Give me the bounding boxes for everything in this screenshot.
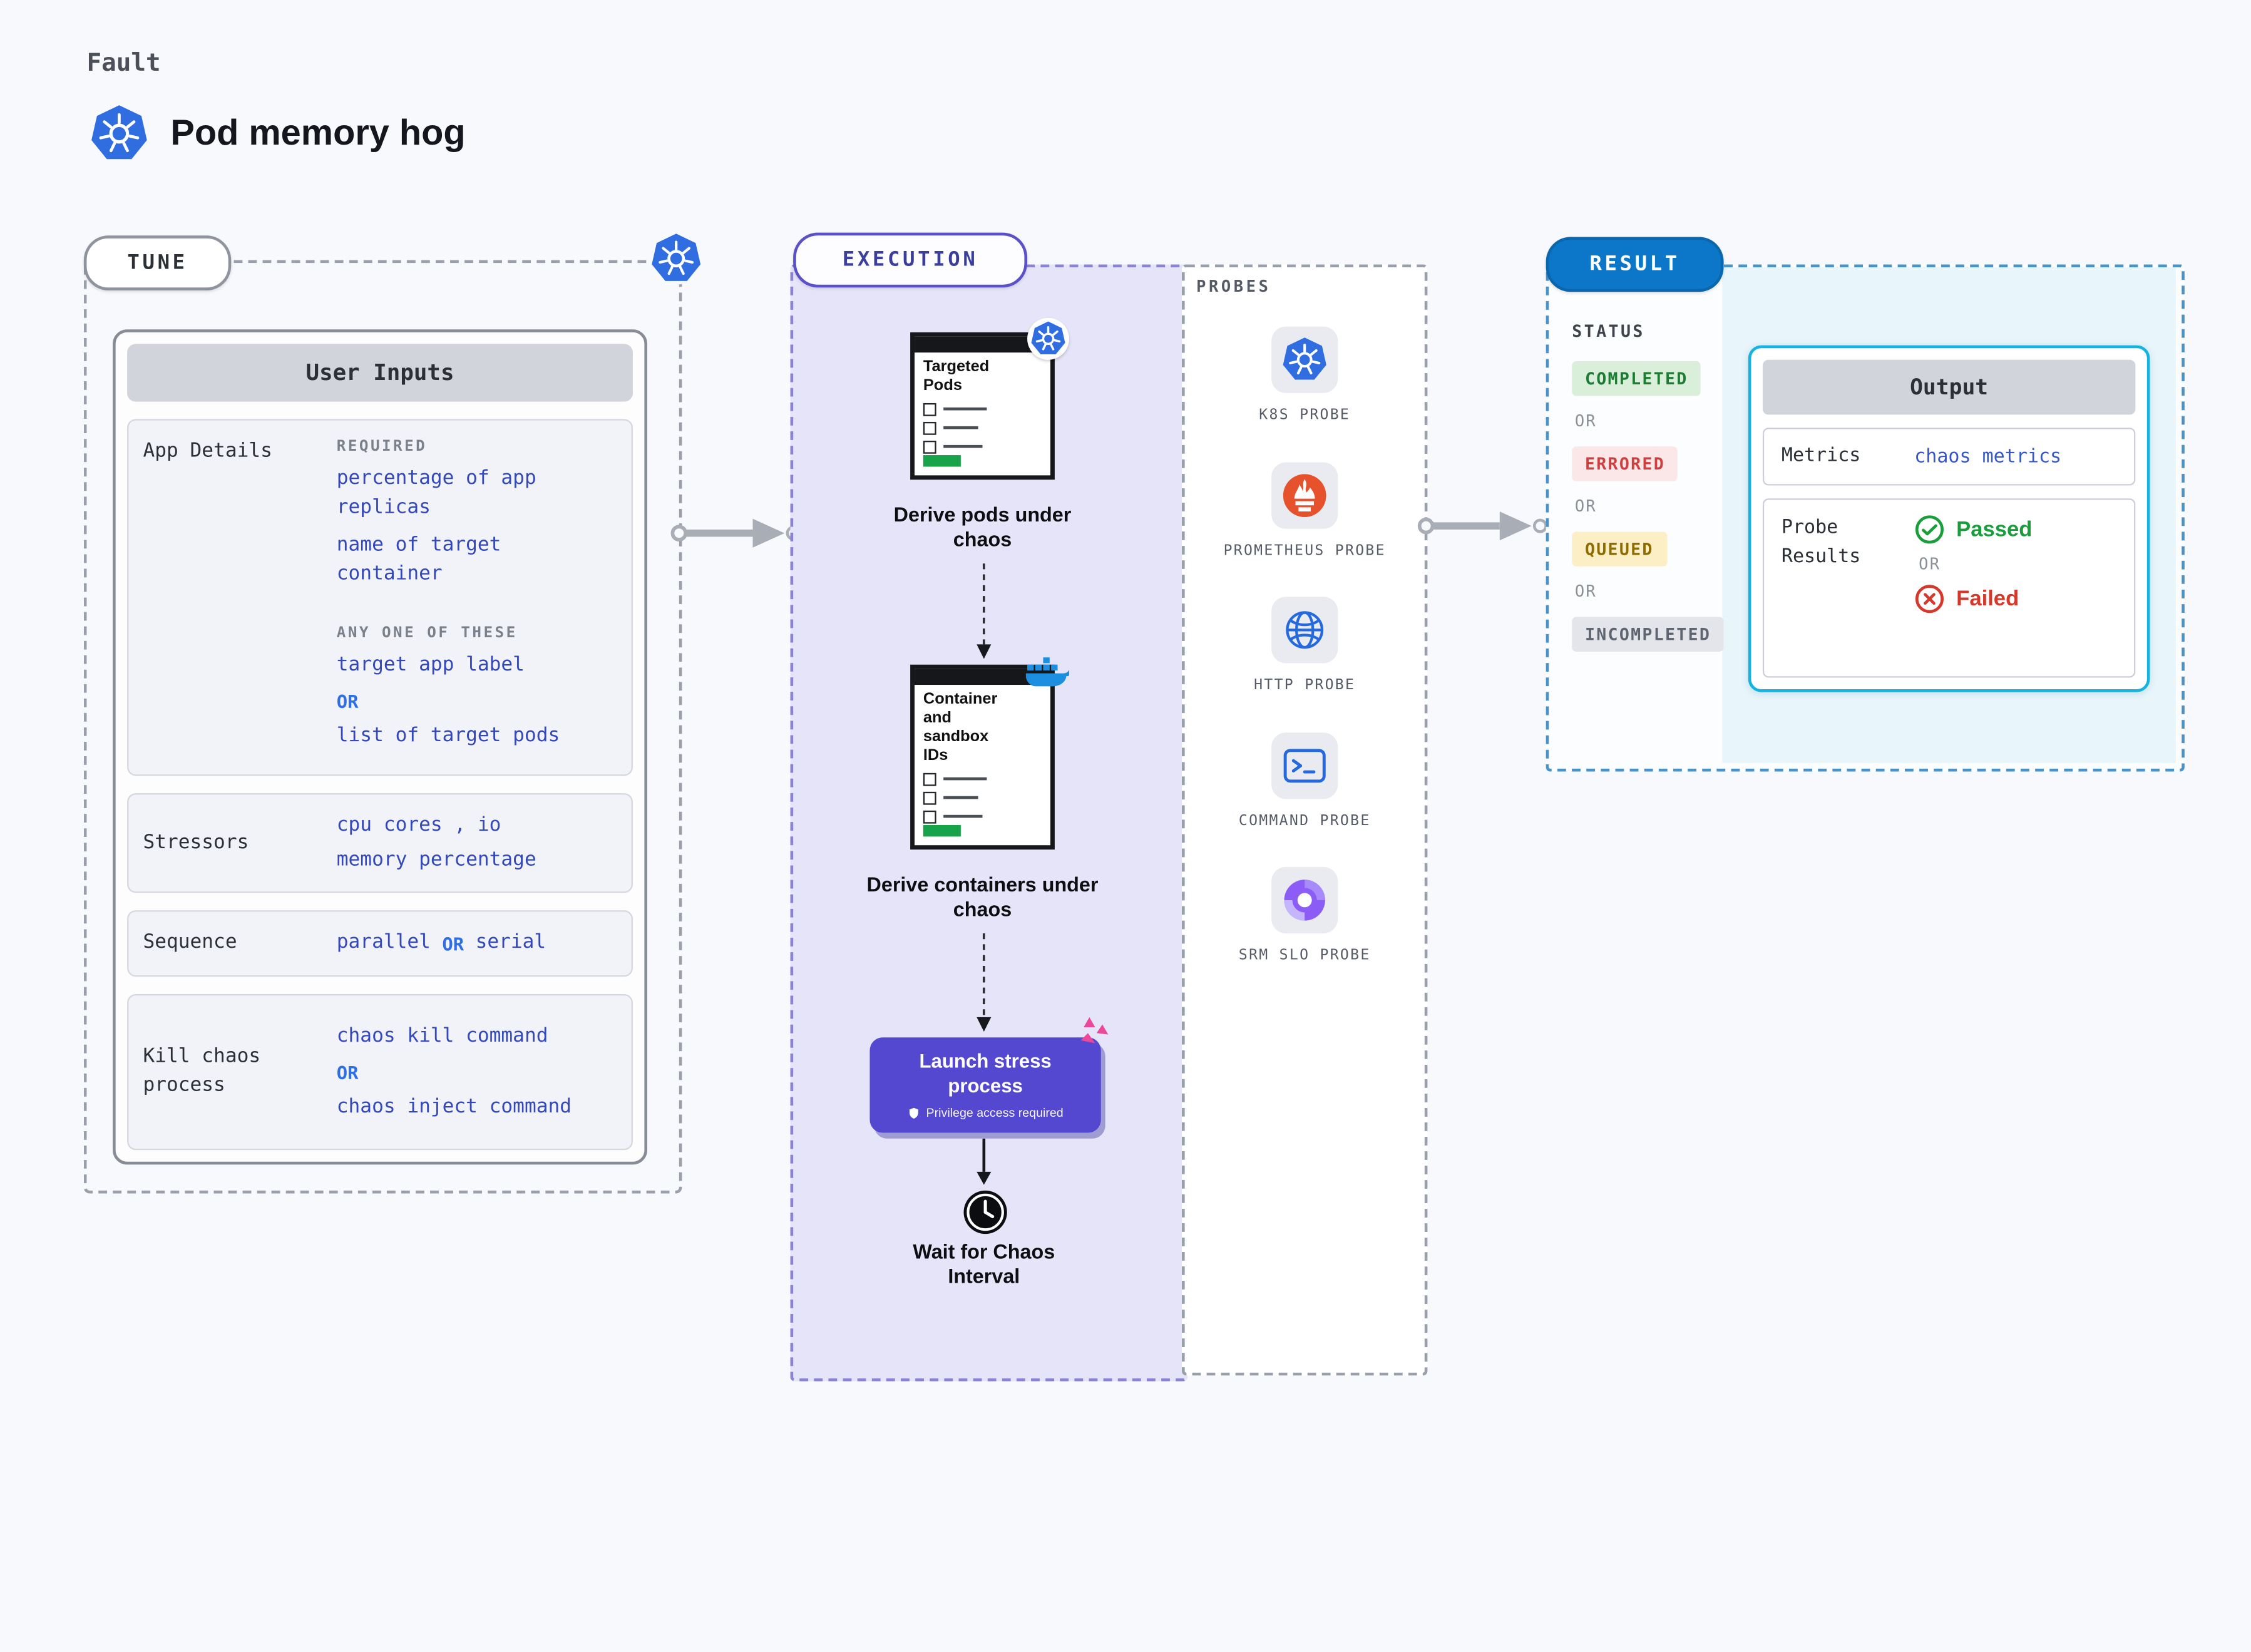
clock-icon xyxy=(962,1189,1008,1236)
launch-stress-process-button: Launch stress process Privilege access r… xyxy=(869,1037,1101,1133)
input-value: cpu cores , io xyxy=(336,814,501,838)
globe-icon xyxy=(1271,597,1338,664)
passed-label: Passed xyxy=(1956,517,2033,542)
input-value: percentage of app replicas xyxy=(336,466,536,518)
step-caption: Derive containers under chaos xyxy=(866,873,1099,920)
step-caption: Derive pods under chaos xyxy=(893,503,1072,550)
probe-label: PROMETHEUS PROBE xyxy=(1223,542,1386,559)
or-separator: OR xyxy=(1574,582,1597,602)
row-stressors: Stressors cpu cores , io memory percenta… xyxy=(127,793,633,894)
status-badge-completed: COMPLETED xyxy=(1572,361,1701,396)
probe-command: COMMAND PROBE xyxy=(1218,732,1392,832)
user-inputs-title: User Inputs xyxy=(127,344,633,402)
probe-k8s: K8S PROBE xyxy=(1218,326,1392,427)
status-badge-queued: QUEUED xyxy=(1572,531,1667,567)
probe-label: HTTP PROBE xyxy=(1254,677,1356,694)
terminal-icon xyxy=(1271,732,1338,799)
any-one-caption: ANY ONE OF THESE xyxy=(336,624,518,642)
kubernetes-icon xyxy=(90,104,149,163)
srm-slo-icon xyxy=(1271,866,1338,934)
container-ids-doc: Container and sandbox IDs xyxy=(910,657,1073,850)
probe-label: SRM SLO PROBE xyxy=(1238,948,1371,964)
probes-section xyxy=(1182,264,1428,1376)
check-circle-icon xyxy=(1914,515,1944,545)
input-value: target app label xyxy=(336,653,525,677)
progress-bar xyxy=(923,824,961,837)
prometheus-icon xyxy=(1271,461,1338,528)
output-title: Output xyxy=(1762,359,2136,415)
shield-icon xyxy=(908,1107,921,1120)
failed-label: Failed xyxy=(1956,587,2019,612)
tune-label-text: TUNE xyxy=(127,251,188,275)
required-caption: REQUIRED xyxy=(336,438,428,456)
input-value: parallel xyxy=(336,931,431,955)
row-label: Sequence xyxy=(143,931,237,955)
row-kill-chaos: Kill chaos process chaos kill command OR… xyxy=(127,993,633,1151)
metrics-label: Metrics xyxy=(1781,445,1861,468)
docker-icon xyxy=(1023,653,1073,692)
targeted-pods-doc: Targeted Pods xyxy=(910,317,1069,480)
or-separator: OR xyxy=(1919,555,1941,574)
probe-results-row: Probe Results Passed OR xyxy=(1762,498,2136,678)
input-value: serial xyxy=(475,931,546,955)
or-separator: OR xyxy=(442,933,464,955)
row-label: Stressors xyxy=(143,831,249,854)
probe-results-label: Probe Results xyxy=(1781,517,1861,567)
probe-srm-slo: SRM SLO PROBE xyxy=(1218,866,1392,967)
arrow-down-icon xyxy=(977,1138,992,1185)
burst-icon xyxy=(1075,1016,1109,1050)
probes-label: PROBES xyxy=(1196,277,1271,297)
kubernetes-icon xyxy=(650,232,702,285)
or-separator: OR xyxy=(336,690,359,712)
result-label: RESULT xyxy=(1546,237,1724,292)
metrics-value: chaos metrics xyxy=(1914,446,2062,468)
probe-prometheus: PROMETHEUS PROBE xyxy=(1218,461,1392,562)
probe-label: K8S PROBE xyxy=(1259,407,1351,424)
progress-bar xyxy=(923,455,961,467)
input-value: memory percentage xyxy=(336,848,536,871)
or-separator: OR xyxy=(336,1061,359,1083)
user-inputs-panel: User Inputs App Details REQUIRED percent… xyxy=(113,329,648,1165)
status-title: STATUS xyxy=(1572,321,1645,341)
probe-http: HTTP PROBE xyxy=(1218,597,1392,697)
output-panel: Output Metrics chaos metrics Probe Resul… xyxy=(1748,345,2150,692)
input-value: chaos kill command xyxy=(336,1024,548,1048)
flow-arrow-right-icon xyxy=(670,518,801,548)
or-separator: OR xyxy=(1574,496,1597,516)
status-badge-errored: ERRORED xyxy=(1572,446,1678,481)
row-sequence: Sequence parallel OR serial xyxy=(127,911,633,977)
step-caption: Wait for Chaos Interval xyxy=(913,1239,1055,1288)
status-badge-incompleted: INCOMPLETED xyxy=(1572,617,1724,652)
input-value: name of target container xyxy=(336,533,501,585)
fault-eyebrow: Fault xyxy=(86,49,161,78)
probe-label: COMMAND PROBE xyxy=(1238,813,1371,829)
x-circle-icon xyxy=(1914,583,1944,613)
execution-label: EXECUTION xyxy=(793,232,1028,288)
page-title: Pod memory hog xyxy=(170,113,466,153)
row-app-details: App Details REQUIRED percentage of app r… xyxy=(127,419,633,777)
dashed-arrow-down-icon xyxy=(977,933,992,1032)
launch-button-title: Launch stress process xyxy=(919,1050,1052,1096)
metrics-row: Metrics chaos metrics xyxy=(1762,428,2136,486)
doc-title: Container and sandbox IDs xyxy=(923,690,998,764)
input-value: list of target pods xyxy=(336,723,560,747)
row-label: App Details xyxy=(143,439,272,463)
row-label: Kill chaos process xyxy=(143,1045,261,1097)
kubernetes-icon xyxy=(1271,326,1338,393)
tune-label: TUNE xyxy=(83,235,232,290)
kubernetes-icon xyxy=(1027,317,1069,360)
flow-arrow-right-icon xyxy=(1417,511,1547,541)
or-separator: OR xyxy=(1574,411,1597,431)
tune-section xyxy=(83,260,682,1194)
execution-label-text: EXECUTION xyxy=(842,248,978,272)
result-label-text: RESULT xyxy=(1589,252,1680,276)
input-value: chaos inject command xyxy=(336,1094,572,1118)
launch-button-subtitle: Privilege access required xyxy=(926,1106,1064,1121)
dashed-arrow-down-icon xyxy=(977,563,992,659)
doc-title: Targeted Pods xyxy=(923,358,990,395)
